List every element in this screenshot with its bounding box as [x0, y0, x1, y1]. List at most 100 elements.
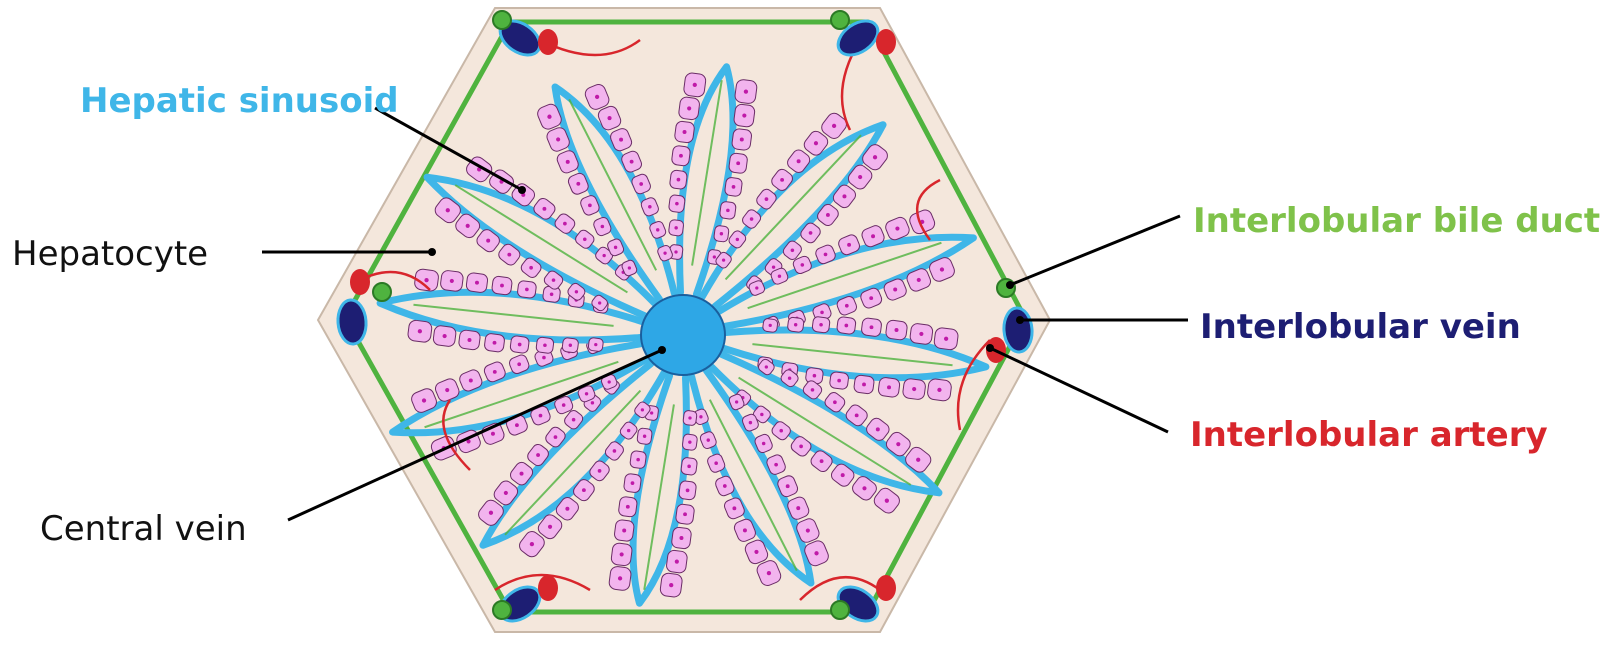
label-interlobular-artery: Interlobular artery [1190, 415, 1548, 455]
hepatocyte-nucleus [518, 343, 522, 347]
leader-central-vein-dot [658, 346, 666, 354]
hepatocyte-nucleus [720, 232, 723, 235]
hepatocyte-nucleus [446, 208, 450, 212]
hepatocyte-nucleus [862, 486, 866, 490]
hepatocyte-nucleus [917, 278, 921, 282]
hepatocyte-nucleus [895, 227, 899, 231]
hepatocyte-nucleus [814, 141, 818, 145]
hepatocyte-nucleus [693, 83, 697, 87]
hepatocyte-nucleus [794, 323, 797, 326]
leader-hepatic-sinusoid-dot [518, 186, 526, 194]
hepatocyte-nucleus [916, 458, 920, 462]
hepatocyte-nucleus [801, 263, 805, 267]
hepatocyte-nucleus [844, 324, 848, 328]
hepatocyte-nucleus [683, 512, 687, 516]
hepatocyte-nucleus [565, 507, 569, 511]
lobule [318, 8, 1050, 632]
hepatocyte-nucleus [688, 440, 691, 443]
hepatocyte-nucleus [493, 370, 497, 374]
hepatocyte-nucleus [530, 542, 534, 546]
hepatocyte-nucleus [575, 290, 578, 293]
hepatocyte-nucleus [797, 159, 801, 163]
hepatocyte-nucleus [736, 161, 740, 165]
hepatocyte-nucleus [515, 423, 519, 427]
hepatocyte-nucleus [677, 178, 681, 182]
interlobular-bile-duct [373, 283, 391, 301]
hepatocyte-nucleus [858, 175, 862, 179]
leader-interlobular-artery-dot [986, 344, 994, 352]
hepatocyte-nucleus [714, 461, 718, 465]
hepatocyte-nucleus [525, 288, 529, 292]
hepatocyte-nucleus [554, 435, 558, 439]
hepatocyte-nucleus [871, 234, 875, 238]
hepatocyte-nucleus [424, 278, 428, 282]
hepatocyte-nucleus [445, 388, 449, 392]
hepatocyte-nucleus [650, 411, 653, 414]
hepatocyte-nucleus [504, 491, 508, 495]
interlobular-bile-duct [493, 601, 511, 619]
hepatocyte-nucleus [779, 429, 783, 433]
hepatocyte-nucleus [539, 414, 543, 418]
hepatocyte-nucleus [572, 418, 576, 422]
hepatocyte-nucleus [552, 278, 556, 282]
hepatocyte-nucleus [520, 472, 524, 476]
hepatocyte-nucleus [618, 576, 622, 580]
leader-interlobular-vein-dot [1016, 316, 1024, 324]
hepatocyte-nucleus [919, 332, 923, 336]
hepatocyte-nucleus [743, 528, 747, 532]
hepatocyte-nucleus [813, 374, 817, 378]
label-hepatic-sinusoid: Hepatic sinusoid [80, 81, 399, 121]
hepatocyte-nucleus [755, 286, 758, 289]
hepatocyte-nucleus [613, 449, 617, 453]
interlobular-artery [538, 29, 558, 55]
hepatocyte-nucleus [732, 506, 736, 510]
hepatocyte-nucleus [614, 246, 617, 249]
hepatocyte-nucleus [686, 488, 690, 492]
hepatocyte-nucleus [591, 401, 594, 404]
hepatocyte-nucleus [674, 226, 677, 229]
leader-interlobular-artery [990, 348, 1168, 432]
central-vein [641, 295, 725, 375]
hepatocyte-nucleus [507, 253, 511, 257]
hepatocyte-nucleus [467, 338, 471, 342]
interlobular-bile-duct [831, 601, 849, 619]
hepatocyte-nucleus [491, 432, 495, 436]
hepatocyte-nucleus [895, 328, 899, 332]
hepatocyte-nucleus [622, 529, 626, 533]
hepatocyte-nucleus [713, 255, 716, 258]
hepatocyte-nucleus [569, 344, 572, 347]
hepatocyte-nucleus [542, 207, 546, 211]
hepatocyte-nucleus [873, 155, 877, 159]
hepatocyte-nucleus [765, 365, 768, 368]
hepatocyte-nucleus [500, 284, 504, 288]
interlobular-bile-duct [831, 11, 849, 29]
hepatocyte-nucleus [639, 182, 643, 186]
hepatocyte-nucleus [735, 400, 738, 403]
hepatocyte-nucleus [493, 341, 497, 345]
hepatocyte-nucleus [562, 403, 566, 407]
hepatocyte-nucleus [563, 222, 567, 226]
hepatocyte-nucleus [466, 224, 470, 228]
hepatocyte-nucleus [674, 250, 677, 253]
hepatocyte-nucleus [833, 400, 837, 404]
hepatocyte-nucleus [944, 337, 948, 341]
hepatocyte-nucleus [556, 137, 560, 141]
hepatocyte-nucleus [809, 231, 813, 235]
hepatocyte-nucleus [547, 115, 551, 119]
hepatocyte-nucleus [769, 324, 772, 327]
hepatocyte-nucleus [619, 138, 623, 142]
hepatocyte-nucleus [885, 499, 889, 503]
hepatocyte-nucleus [841, 473, 845, 477]
hepatocyte-nucleus [656, 228, 659, 231]
hepatocyte-nucleus [819, 323, 823, 327]
interlobular-artery [350, 269, 370, 295]
hepatocyte-nucleus [679, 536, 683, 540]
hepatocyte-nucleus [937, 388, 941, 392]
hepatocyte-nucleus [778, 274, 781, 277]
interlobular-artery [876, 29, 896, 55]
hepatocyte-nucleus [582, 488, 586, 492]
hepatocyte-nucleus [876, 427, 880, 431]
hepatocyte-nucleus [820, 459, 824, 463]
hepatocyte-nucleus [687, 106, 691, 110]
hepatocyte-nucleus [799, 444, 803, 448]
